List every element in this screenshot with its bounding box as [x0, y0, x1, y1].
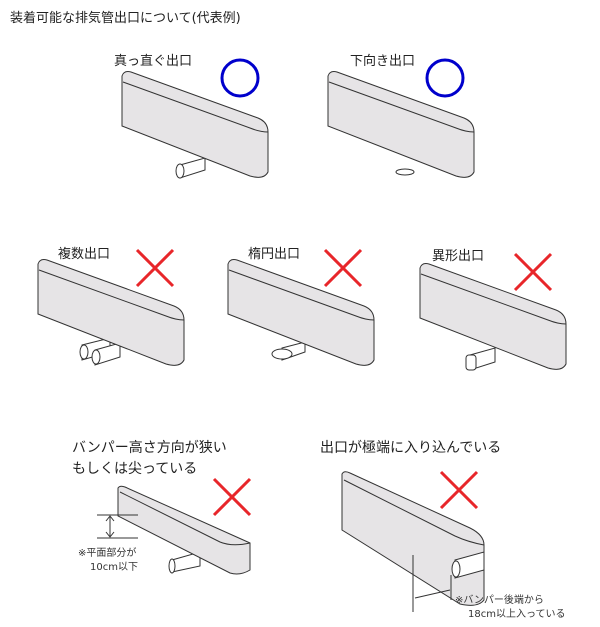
label-recessed: 出口が極端に入り込んでいる	[320, 440, 502, 456]
label-multiple: 複数出口	[58, 247, 111, 262]
bumper-downward	[327, 71, 475, 178]
label-straight: 真っ直ぐ出口	[114, 54, 193, 69]
page-title: 装着可能な排気管出口について(代表例)	[10, 11, 241, 26]
label-narrow-2: もしくは尖っている	[72, 461, 198, 477]
label-irregular: 異形出口	[432, 249, 485, 264]
bumper-oval	[227, 259, 375, 366]
note-recessed-1: ※バンパー後端から	[455, 595, 544, 606]
label-oval: 楕円出口	[248, 247, 301, 262]
ok-circle-icon	[425, 58, 465, 98]
bumper-narrow	[97, 485, 251, 575]
ng-cross-icon	[439, 470, 479, 510]
bumper-straight	[121, 71, 269, 179]
ok-circle-icon	[220, 58, 260, 98]
label-narrow: バンパー高さ方向が狭い	[72, 440, 227, 456]
ng-cross-icon	[513, 252, 553, 292]
bumper-recessed	[341, 471, 485, 612]
ng-cross-icon	[135, 248, 175, 288]
bumper-multiple	[37, 259, 185, 366]
bumper-irregular	[419, 263, 567, 371]
ng-cross-icon	[212, 477, 252, 517]
label-downward: 下向き出口	[350, 54, 416, 69]
ng-cross-icon	[323, 248, 363, 288]
note-recessed-2: 18cm以上入っている	[468, 609, 566, 620]
note-narrow-2: 10cm以下	[90, 562, 138, 573]
note-narrow-1: ※平面部分が	[78, 548, 137, 559]
